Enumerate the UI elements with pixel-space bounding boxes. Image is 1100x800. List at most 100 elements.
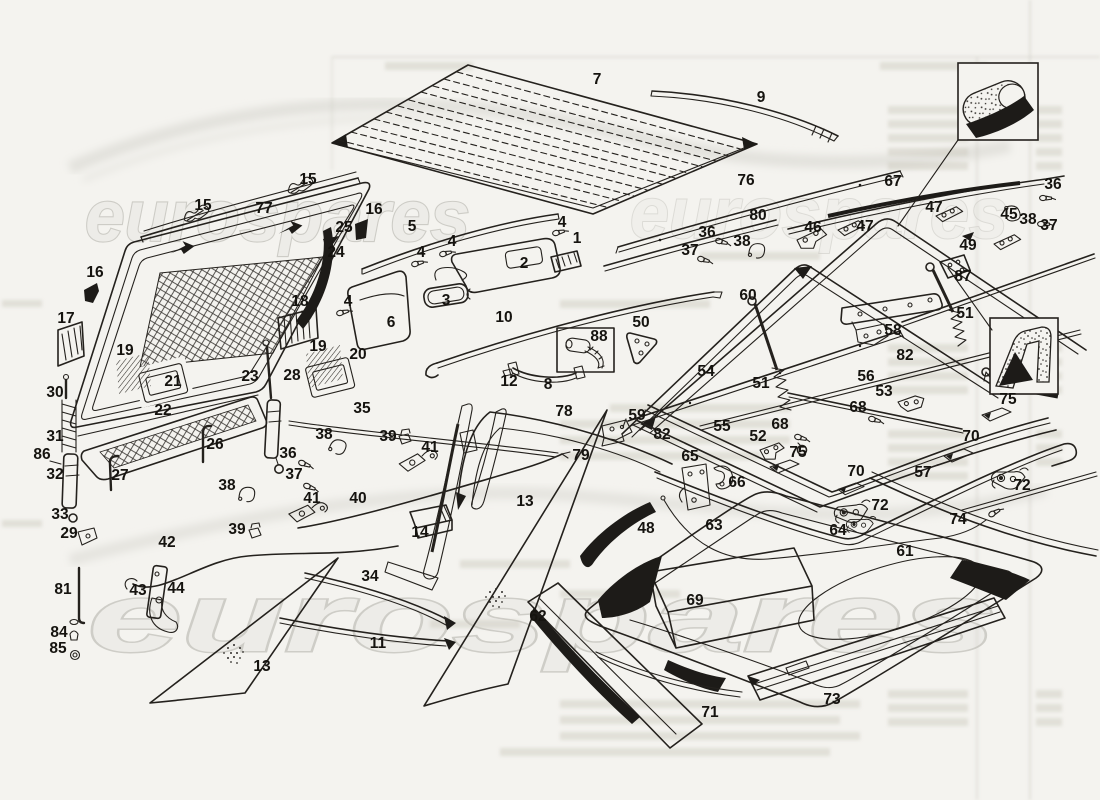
part-label-37-75: 37	[1040, 217, 1057, 234]
detail-inset-seal-profile	[897, 62, 1039, 227]
part-label-78-108: 78	[555, 403, 573, 420]
part-label-11-55: 11	[370, 635, 387, 652]
part-label-47-67: 47	[856, 218, 873, 235]
part-label-20-22: 20	[349, 346, 366, 363]
part-label-44-46: 44	[167, 580, 185, 597]
part-label-57-96: 57	[914, 464, 931, 481]
part-label-25-6: 25	[335, 219, 353, 236]
left-strut-assembly	[49, 373, 98, 546]
part-label-38-72: 38	[733, 233, 751, 250]
small-hardware-left	[69, 424, 213, 661]
part-label-82-83: 82	[653, 426, 670, 443]
rod-and-hinges	[236, 428, 571, 539]
part-label-42-44: 42	[158, 534, 175, 551]
part-label-77-3: 77	[255, 200, 272, 217]
part-label-61-104: 61	[896, 543, 914, 560]
part-label-88-59: 88	[590, 328, 608, 345]
part-label-53-86: 53	[875, 383, 893, 400]
release-cable-and-handle	[124, 545, 399, 633]
part-label-17-18: 17	[57, 310, 74, 327]
part-label-73-107: 73	[823, 691, 841, 708]
part-label-16-5: 16	[365, 201, 383, 218]
part-label-23-25: 23	[241, 368, 259, 385]
part-7-roof-panel	[331, 64, 758, 215]
part-label-79-109: 79	[572, 447, 590, 464]
watermark-text-top-left: eurospares	[85, 177, 470, 257]
part-label-50-60: 50	[632, 314, 649, 331]
part-label-15-4: 15	[299, 171, 317, 188]
part-label-15-2: 15	[194, 197, 212, 214]
trunk-assembly	[527, 491, 1043, 749]
part-label-72-98: 72	[871, 497, 888, 514]
part-label-63-101: 63	[705, 517, 723, 534]
part-label-28-26: 28	[283, 367, 301, 384]
part-label-52-89: 52	[749, 428, 766, 445]
part-label-70-94: 70	[962, 428, 979, 445]
part-label-4-9: 4	[417, 244, 426, 261]
part-label-30-29: 30	[46, 384, 63, 401]
part-label-51-79: 51	[752, 375, 770, 392]
part-label-75-93: 75	[789, 444, 807, 461]
part-label-45-69: 45	[1000, 206, 1018, 223]
part-label-39-39: 39	[379, 428, 397, 445]
part-label-72-97: 72	[1013, 477, 1030, 494]
part-label-29-34: 29	[60, 525, 78, 542]
part-label-41-43: 41	[303, 490, 321, 507]
pillar-trims-and-strips	[149, 403, 608, 707]
part-label-6-15: 6	[387, 314, 396, 331]
part-label-66-91: 66	[728, 474, 746, 491]
rear-window-frames	[603, 170, 1087, 438]
part-label-4-16: 4	[344, 293, 353, 310]
part-label-33-33: 33	[51, 506, 69, 523]
illegible-text-smudges	[2, 62, 1062, 756]
part-label-10-56: 10	[495, 309, 512, 326]
part-label-47-68: 47	[925, 199, 942, 216]
part-label-2-13: 2	[520, 255, 529, 272]
part-label-38-74: 38	[1019, 211, 1037, 228]
diagram-artwork	[49, 62, 1099, 749]
part-label-60-65: 60	[739, 287, 756, 304]
part-label-64-100: 64	[829, 522, 847, 539]
part-label-54-81: 54	[697, 363, 715, 380]
part-label-62-103: 62	[529, 608, 546, 625]
part-label-13-51: 13	[516, 493, 534, 510]
part-label-8-58: 8	[544, 376, 553, 393]
part-label-56-85: 56	[857, 368, 875, 385]
part-label-38-37: 38	[315, 426, 333, 443]
part-label-59-61: 59	[628, 407, 646, 424]
part-label-19-20: 19	[116, 342, 134, 359]
part-label-3-14: 3	[442, 292, 451, 309]
part-label-82-82: 82	[896, 347, 913, 364]
part-label-36-73: 36	[1044, 176, 1062, 193]
part-label-5-8: 5	[408, 218, 417, 235]
part-label-4-10: 4	[448, 233, 457, 250]
part-label-4-11: 4	[558, 214, 567, 231]
part-label-14-53: 14	[411, 524, 429, 541]
part-label-34-54: 34	[361, 568, 379, 585]
part-label-68-87: 68	[849, 399, 867, 416]
part-label-26-27: 26	[206, 436, 224, 453]
part-label-36-70: 36	[698, 224, 716, 241]
part-label-46-66: 46	[804, 219, 822, 236]
part-label-1-12: 1	[573, 230, 582, 247]
part-label-9-1: 9	[757, 89, 766, 106]
part-label-68-88: 68	[771, 416, 789, 433]
corner-trims	[456, 411, 673, 510]
part-label-31-30: 31	[46, 428, 64, 445]
part-label-65-90: 65	[681, 448, 699, 465]
handle-and-brackets	[502, 327, 658, 447]
part-label-51-80: 51	[956, 305, 974, 322]
rails-and-struts	[622, 253, 1099, 557]
part-label-70-95: 70	[847, 463, 864, 480]
part-9-roof-trim	[650, 90, 839, 143]
part-label-49-76: 49	[959, 237, 977, 254]
part-label-21-23: 21	[164, 373, 182, 390]
part-label-37-36: 37	[285, 466, 302, 483]
part-label-76-62: 76	[737, 172, 755, 189]
part-label-13-52: 13	[253, 658, 271, 675]
part-label-80-63: 80	[749, 207, 766, 224]
